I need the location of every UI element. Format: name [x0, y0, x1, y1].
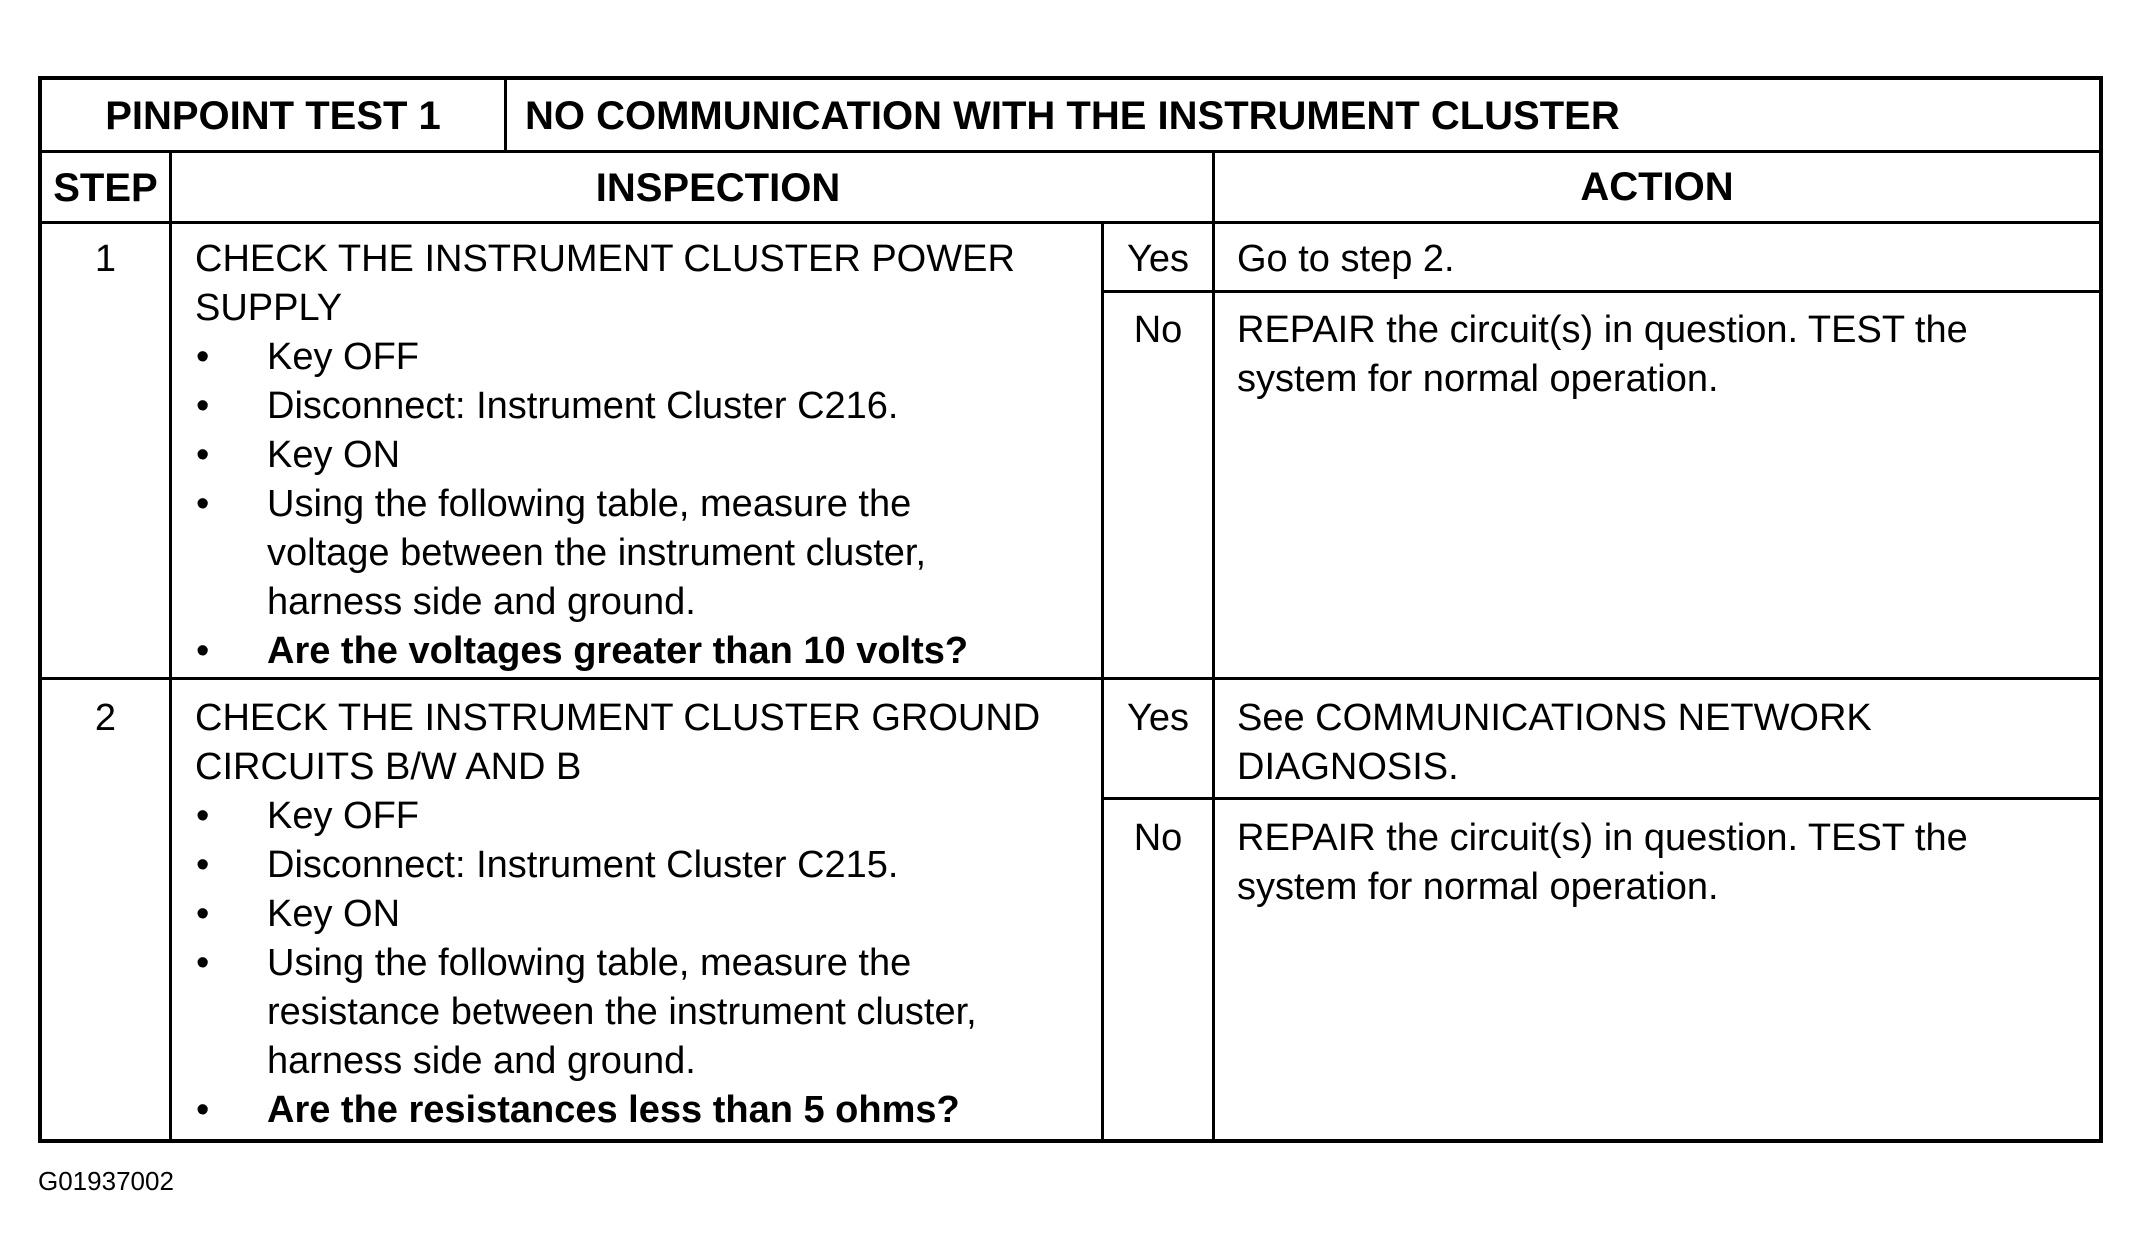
rule-step1-yes-no	[1102, 290, 2103, 293]
bullet-icon: •	[196, 942, 210, 984]
step-2-bullet-key-on: Key ON	[267, 893, 401, 935]
step-2-bullet-measure-line-2: resistance between the instrument cluste…	[267, 991, 977, 1033]
figure-id: G01937002	[38, 1166, 174, 1196]
rule-between-steps	[38, 677, 2103, 680]
table-border-left	[38, 76, 42, 1143]
step-2-title-line-1: CHECK THE INSTRUMENT CLUSTER GROUND	[195, 697, 1041, 739]
step-1-bullet-measure-line-3: harness side and ground.	[267, 581, 696, 623]
step-1-bullet-disconnect: Disconnect: Instrument Cluster C216.	[267, 385, 899, 427]
bullet-icon: •	[196, 336, 210, 378]
bullet-icon: •	[196, 434, 210, 476]
rule-yes-no-column-left	[1101, 221, 1104, 1143]
rule-step-column	[169, 150, 172, 1143]
step-2-no-action-line-2: system for normal operation.	[1237, 866, 1719, 908]
rule-below-title	[38, 150, 2103, 153]
step-2-no-label: No	[1133, 817, 1183, 859]
step-2-bullet-measure-line-3: harness side and ground.	[267, 1040, 696, 1082]
step-1-no-action-line-2: system for normal operation.	[1237, 358, 1719, 400]
step-2-title-line-2: CIRCUITS B/W AND B	[195, 746, 582, 788]
rule-step2-yes-no	[1102, 797, 2103, 800]
step-1-no-action-line-1: REPAIR the circuit(s) in question. TEST …	[1237, 309, 1968, 351]
table-border-right	[2099, 76, 2103, 1143]
rule-title-divider	[504, 76, 507, 153]
step-1-bullet-measure-line-1: Using the following table, measure the	[267, 483, 912, 525]
column-header-inspection: INSPECTION	[595, 166, 841, 210]
column-header-action: ACTION	[1580, 165, 1734, 209]
step-1-yes-action: Go to step 2.	[1237, 238, 1455, 280]
step-2-bullet-key-off: Key OFF	[267, 795, 420, 837]
rule-action-column	[1212, 150, 1215, 1143]
step-1-bullet-question: Are the voltages greater than 10 volts?	[267, 630, 969, 672]
bullet-icon: •	[196, 1089, 210, 1131]
step-2-no-action-line-1: REPAIR the circuit(s) in question. TEST …	[1237, 817, 1968, 859]
step-1-title-line-1: CHECK THE INSTRUMENT CLUSTER POWER	[195, 238, 1015, 280]
table-border-bottom	[38, 1139, 2103, 1143]
bullet-icon: •	[196, 795, 210, 837]
step-2-bullet-measure-line-1: Using the following table, measure the	[267, 942, 912, 984]
pinpoint-test-label: PINPOINT TEST 1	[105, 94, 441, 138]
rule-below-column-headers	[38, 221, 2103, 224]
step-number-2: 2	[94, 697, 117, 739]
bullet-icon: •	[196, 630, 210, 672]
step-2-yes-label: Yes	[1127, 697, 1189, 739]
step-1-title-line-2: SUPPLY	[195, 287, 343, 329]
step-1-bullet-key-off: Key OFF	[267, 336, 420, 378]
bullet-icon: •	[196, 893, 210, 935]
bullet-icon: •	[196, 385, 210, 427]
step-1-no-label: No	[1133, 309, 1183, 351]
column-header-step: STEP	[53, 166, 158, 210]
pinpoint-test-title: NO COMMUNICATION WITH THE INSTRUMENT CLU…	[525, 94, 1620, 138]
step-1-bullet-key-on: Key ON	[267, 434, 401, 476]
step-2-bullet-disconnect: Disconnect: Instrument Cluster C215.	[267, 844, 899, 886]
step-1-bullet-measure-line-2: voltage between the instrument cluster,	[267, 532, 927, 574]
bullet-icon: •	[196, 483, 210, 525]
step-2-yes-action-line-2: DIAGNOSIS.	[1237, 746, 1459, 788]
step-2-yes-action-line-1: See COMMUNICATIONS NETWORK	[1237, 697, 1872, 739]
step-2-bullet-question: Are the resistances less than 5 ohms?	[267, 1089, 960, 1131]
step-1-yes-label: Yes	[1127, 238, 1189, 280]
step-number-1: 1	[94, 238, 117, 280]
bullet-icon: •	[196, 844, 210, 886]
table-border-top	[38, 76, 2103, 80]
